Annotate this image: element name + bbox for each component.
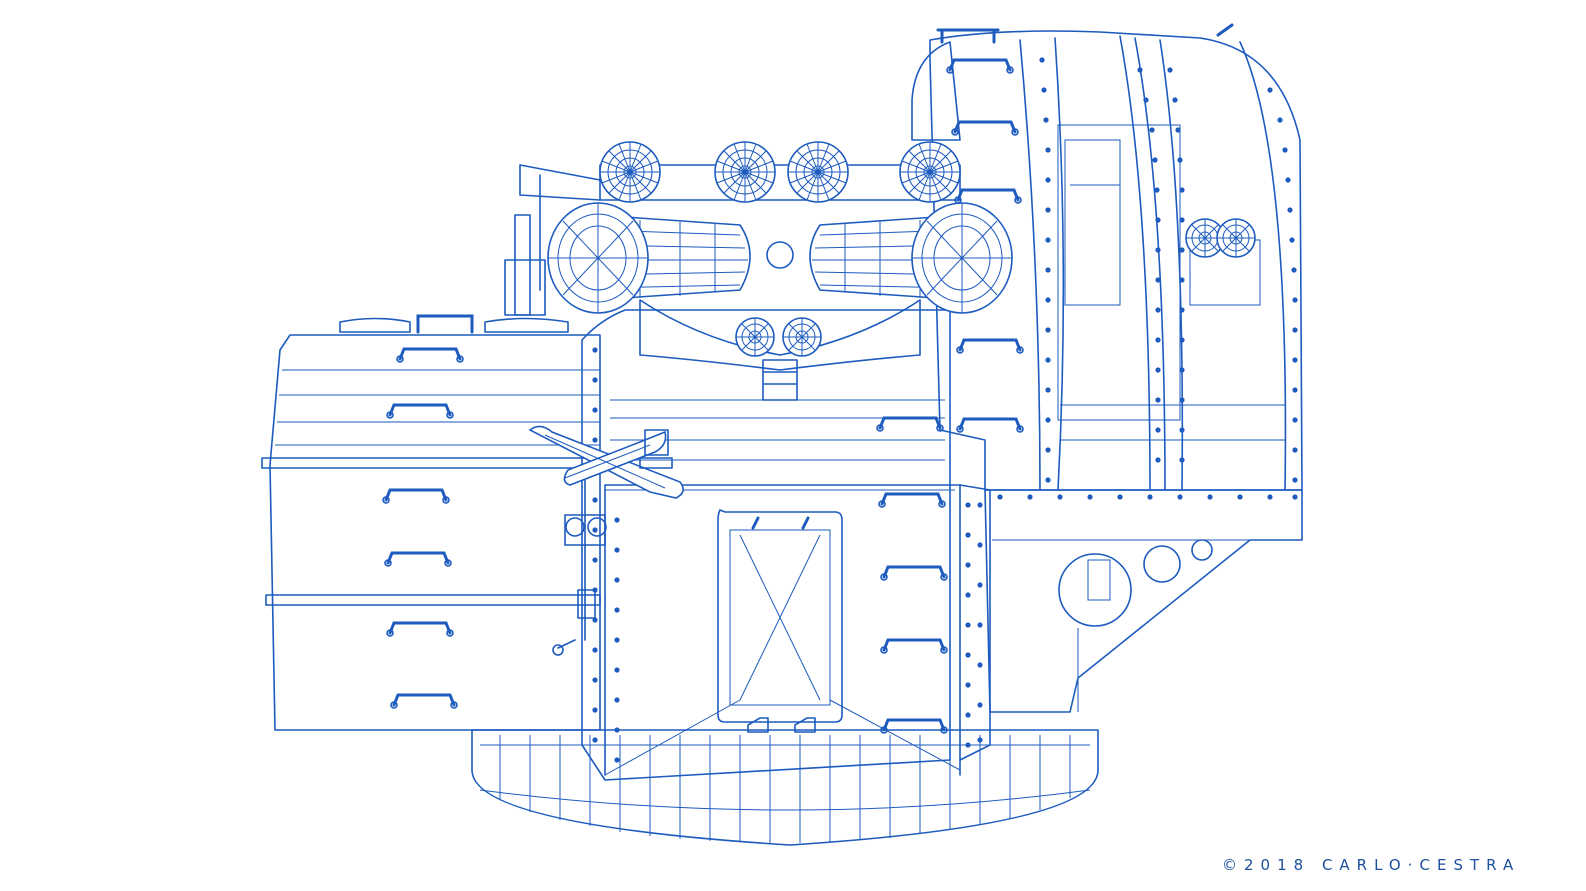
left-ammo-box — [261, 314, 601, 731]
lower-feed-wheels — [735, 317, 822, 357]
central-body — [581, 309, 991, 781]
side-crank-mechanism — [552, 429, 673, 656]
center-pivot-circle — [766, 241, 794, 269]
barrel-left — [547, 202, 751, 314]
right-mount-housing — [911, 23, 1303, 491]
right-housing-small-wheels — [1185, 218, 1256, 258]
copyright-credit: ©2018 CARLO·CESTRA — [1222, 856, 1521, 874]
cross-brace — [528, 425, 684, 499]
barrel-right — [809, 202, 1013, 314]
pedestal-bracket — [984, 489, 1303, 713]
ammo-box-handles — [381, 347, 465, 710]
base-ring — [471, 729, 1099, 846]
top-feed-wheels — [599, 141, 961, 203]
right-housing-rivets — [997, 57, 1298, 500]
central-body-rivets — [592, 347, 983, 763]
central-body-handles — [875, 416, 949, 735]
